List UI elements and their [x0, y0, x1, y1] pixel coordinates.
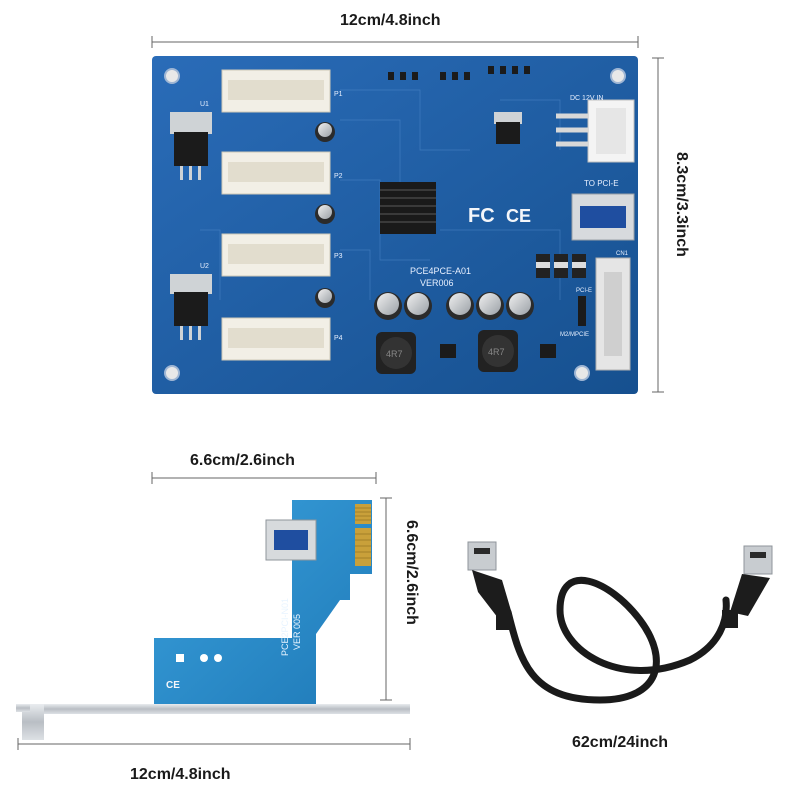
slot-label-p2: P2 — [334, 173, 343, 180]
pcie-slot-1 — [221, 69, 331, 113]
board-model-label: PCE4PCE-A01 — [410, 266, 471, 276]
usb-plug-left — [467, 541, 512, 630]
slot-label-p1: P1 — [334, 91, 343, 98]
led-row — [388, 66, 530, 80]
jumper-label: PCI-E — [576, 288, 592, 294]
adapter-model-label: PCE2PCI-N01 — [280, 598, 290, 656]
voltage-regulator-u2 — [170, 274, 212, 340]
mounting-bracket — [16, 704, 410, 740]
resistor-row — [536, 254, 586, 278]
chip-heatsink — [380, 182, 436, 234]
power-label: DC 12V IN — [570, 95, 603, 102]
pcie-slot-2 — [221, 151, 331, 195]
slot-label-p4: P4 — [334, 335, 343, 342]
main-height-dimension — [652, 57, 664, 393]
voltage-regulator-u1 — [170, 112, 212, 180]
main-width-dimension — [151, 36, 639, 48]
mounting-holes — [164, 68, 626, 381]
m2-label: M2/MPCIE — [560, 332, 589, 338]
adapter-holes — [176, 654, 222, 662]
pcie-slot-4 — [221, 317, 331, 361]
adapter-width-label: 6.6cm/2.6inch — [190, 452, 295, 469]
main-board-width-label: 12cm/4.8inch — [340, 12, 441, 29]
cn1-connector — [595, 257, 631, 371]
adapter-width-dimension — [151, 472, 377, 484]
usb-port — [571, 193, 635, 241]
inductor-1 — [376, 332, 416, 374]
bracket-width-dimension — [17, 738, 411, 750]
reg-label-u2: U2 — [200, 263, 209, 270]
adapter-usb-port — [265, 519, 317, 561]
reg-label-u1: U1 — [200, 101, 209, 108]
cable-length-label: 62cm/24inch — [572, 734, 669, 751]
to-pcie-label: TO PCI-E — [584, 179, 619, 188]
bracket-width-label: 12cm/4.8inch — [130, 766, 231, 783]
board-version-label: VER006 — [420, 278, 454, 288]
adapter-height-label: 6.6cm/2.6inch — [403, 520, 420, 625]
transistor — [494, 112, 522, 144]
capacitor-row — [374, 292, 534, 320]
slot-label-p3: P3 — [334, 253, 343, 260]
gold-fingers — [355, 504, 371, 566]
pcie-adapter-card: PCE2PCI-N01 VER 005 CE — [154, 500, 372, 706]
main-board-height-label: 8.3cm/3.3inch — [673, 152, 690, 257]
fcc-mark: FC — [468, 205, 495, 227]
inductor-2 — [478, 330, 518, 372]
connector-label-cn1: CN1 — [616, 251, 629, 257]
adapter-height-dimension — [380, 497, 392, 701]
adapter-version-label: VER 005 — [292, 614, 302, 650]
inductor-label-2: 4R7 — [488, 347, 505, 357]
slot-capacitors — [315, 122, 335, 308]
power-connector — [556, 99, 635, 163]
usb-plug-right — [722, 545, 773, 628]
pcie-slot-3 — [221, 233, 331, 277]
adapter-ce-mark: CE — [166, 680, 180, 691]
inductor-label-1: 4R7 — [386, 349, 403, 359]
ce-mark: CE — [506, 206, 531, 226]
ic-chips — [440, 344, 556, 358]
pcie-riser-main-board: PCE4PCE-A01 VER006 TO PCI-E DC 12V IN 4R… — [152, 56, 638, 394]
usb-cable — [467, 541, 773, 704]
jumper-pins — [578, 296, 586, 326]
